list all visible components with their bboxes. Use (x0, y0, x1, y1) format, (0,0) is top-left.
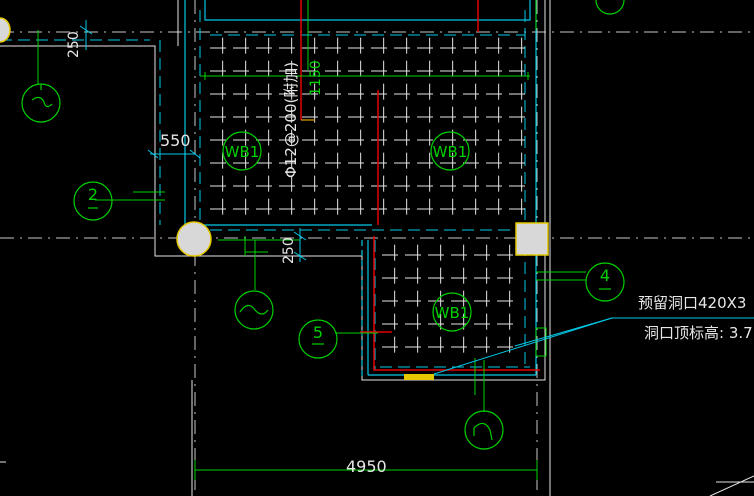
dim-text-rebar-segment[interactable]: 1150 (308, 60, 324, 96)
axis-bubble-icon[interactable] (21, 83, 61, 123)
annotation-leaders (37, 0, 586, 480)
rebar-hatch-top (210, 37, 525, 215)
rebar-hatch-bottom (382, 244, 513, 353)
axis-bubble-icon[interactable] (234, 290, 274, 330)
square-column[interactable] (515, 222, 549, 256)
round-column[interactable] (176, 221, 212, 257)
dim-text-top-left[interactable]: 250 (66, 31, 82, 58)
hole-note-leader (433, 317, 754, 375)
axis-label-4: 4 (600, 266, 610, 285)
reserved-hole-lines (300, 0, 540, 371)
axis-label-5: 5 (313, 323, 323, 342)
corner-hatch (709, 475, 754, 496)
axis-bubble-4[interactable] (585, 262, 625, 302)
slab-label-2[interactable]: WB1 (433, 143, 468, 161)
axis-bubble-2[interactable] (73, 181, 113, 221)
partial-column[interactable] (0, 17, 11, 43)
hole-note-line2[interactable]: 洞口顶标高: 3.7 (644, 324, 753, 342)
slab-label-1[interactable]: WB1 (225, 143, 260, 161)
rebar-label[interactable]: Φ12@200(附加) (282, 62, 300, 178)
dimension-lines (79, 20, 307, 262)
dim-text-bottom-mid[interactable]: 250 (281, 237, 297, 264)
axis-bubbles (21, 0, 625, 450)
axis-label-2: 2 (88, 185, 98, 204)
hole-marker (404, 374, 434, 380)
hole-note-line1[interactable]: 预留洞口420X3 (638, 294, 746, 312)
axis-bubble-icon[interactable] (464, 410, 504, 450)
slab-label-circles (222, 131, 472, 332)
dim-text-left-offset[interactable]: 550 (160, 131, 191, 150)
axis-bubble-5[interactable] (298, 319, 338, 359)
axis-bubble-top[interactable] (595, 0, 625, 15)
slab-label-3[interactable]: WB1 (435, 304, 470, 322)
dim-text-bottom-span[interactable]: 4950 (346, 457, 387, 476)
slab-edges (184, 0, 537, 380)
